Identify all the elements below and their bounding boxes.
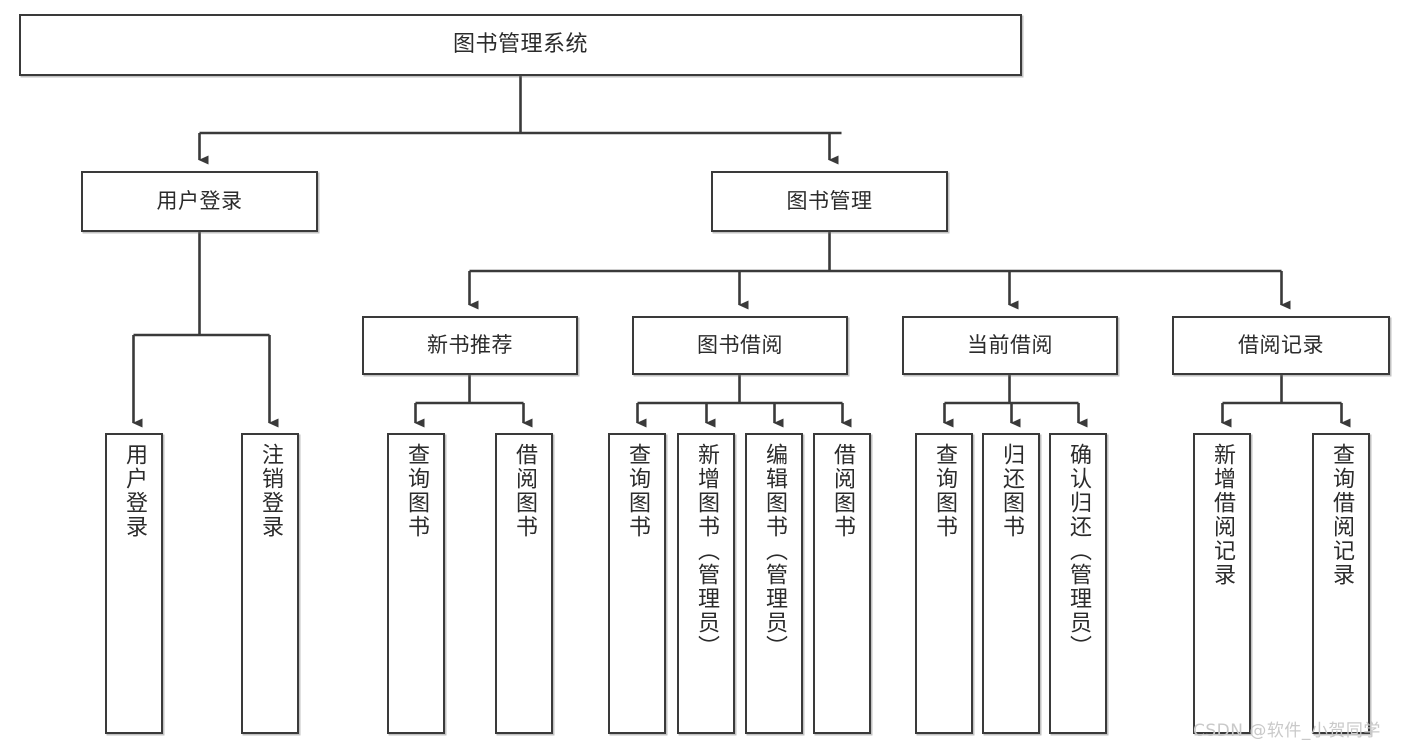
csdn-watermark: CSDN @软件_小贺同学: [1193, 721, 1381, 741]
node-label: 确认归还（管理员）: [1065, 443, 1091, 659]
node-label: 新书推荐: [427, 332, 513, 357]
node-label: 用户登录: [156, 188, 243, 213]
node-user-login[interactable]: 用户登录: [81, 171, 318, 232]
node-label: 查询图书: [624, 443, 650, 539]
leaf-borrow-book-under-book-borrow[interactable]: 借阅图书: [813, 433, 871, 734]
node-label: 新增图书（管理员）: [693, 443, 719, 659]
leaf-add-borrow-record[interactable]: 新增借阅记录: [1193, 433, 1251, 734]
leaf-confirm-return-admin[interactable]: 确认归还（管理员）: [1049, 433, 1107, 734]
node-root-book-management-system[interactable]: 图书管理系统: [19, 14, 1022, 76]
node-current-borrow[interactable]: 当前借阅: [902, 316, 1118, 375]
node-book-management[interactable]: 图书管理: [711, 171, 948, 232]
node-label: 查询借阅记录: [1328, 443, 1354, 587]
node-label: 用户登录: [121, 443, 147, 539]
node-label: 图书管理系统: [452, 31, 588, 57]
node-label: 借阅图书: [829, 443, 855, 539]
leaf-user-login[interactable]: 用户登录: [105, 433, 163, 734]
leaf-query-book-under-new-book-recommendation[interactable]: 查询图书: [387, 433, 445, 734]
leaf-return-book[interactable]: 归还图书: [982, 433, 1040, 734]
leaf-query-borrow-record[interactable]: 查询借阅记录: [1312, 433, 1370, 734]
node-label: 注销登录: [257, 443, 283, 539]
node-new-book-recommendation[interactable]: 新书推荐: [362, 316, 578, 375]
node-book-borrow[interactable]: 图书借阅: [632, 316, 848, 375]
node-label: 查询图书: [403, 443, 429, 539]
node-label: 新增借阅记录: [1209, 443, 1235, 587]
node-label: 查询图书: [931, 443, 957, 539]
leaf-query-book-under-book-borrow[interactable]: 查询图书: [608, 433, 666, 734]
node-label: 借阅图书: [511, 443, 537, 539]
leaf-borrow-book-under-new-book-recommendation[interactable]: 借阅图书: [495, 433, 553, 734]
leaf-user-logout[interactable]: 注销登录: [241, 433, 299, 734]
leaf-add-book-admin[interactable]: 新增图书（管理员）: [677, 433, 735, 734]
node-borrow-record[interactable]: 借阅记录: [1172, 316, 1390, 375]
leaf-edit-book-admin[interactable]: 编辑图书（管理员）: [745, 433, 803, 734]
node-label: 编辑图书（管理员）: [761, 443, 787, 659]
leaf-query-book-under-current-borrow[interactable]: 查询图书: [915, 433, 973, 734]
node-label: 当前借阅: [967, 332, 1053, 357]
node-label: 归还图书: [998, 443, 1024, 539]
node-label: 借阅记录: [1238, 332, 1324, 357]
node-label: 图书借阅: [697, 332, 783, 357]
node-label: 图书管理: [786, 188, 873, 213]
